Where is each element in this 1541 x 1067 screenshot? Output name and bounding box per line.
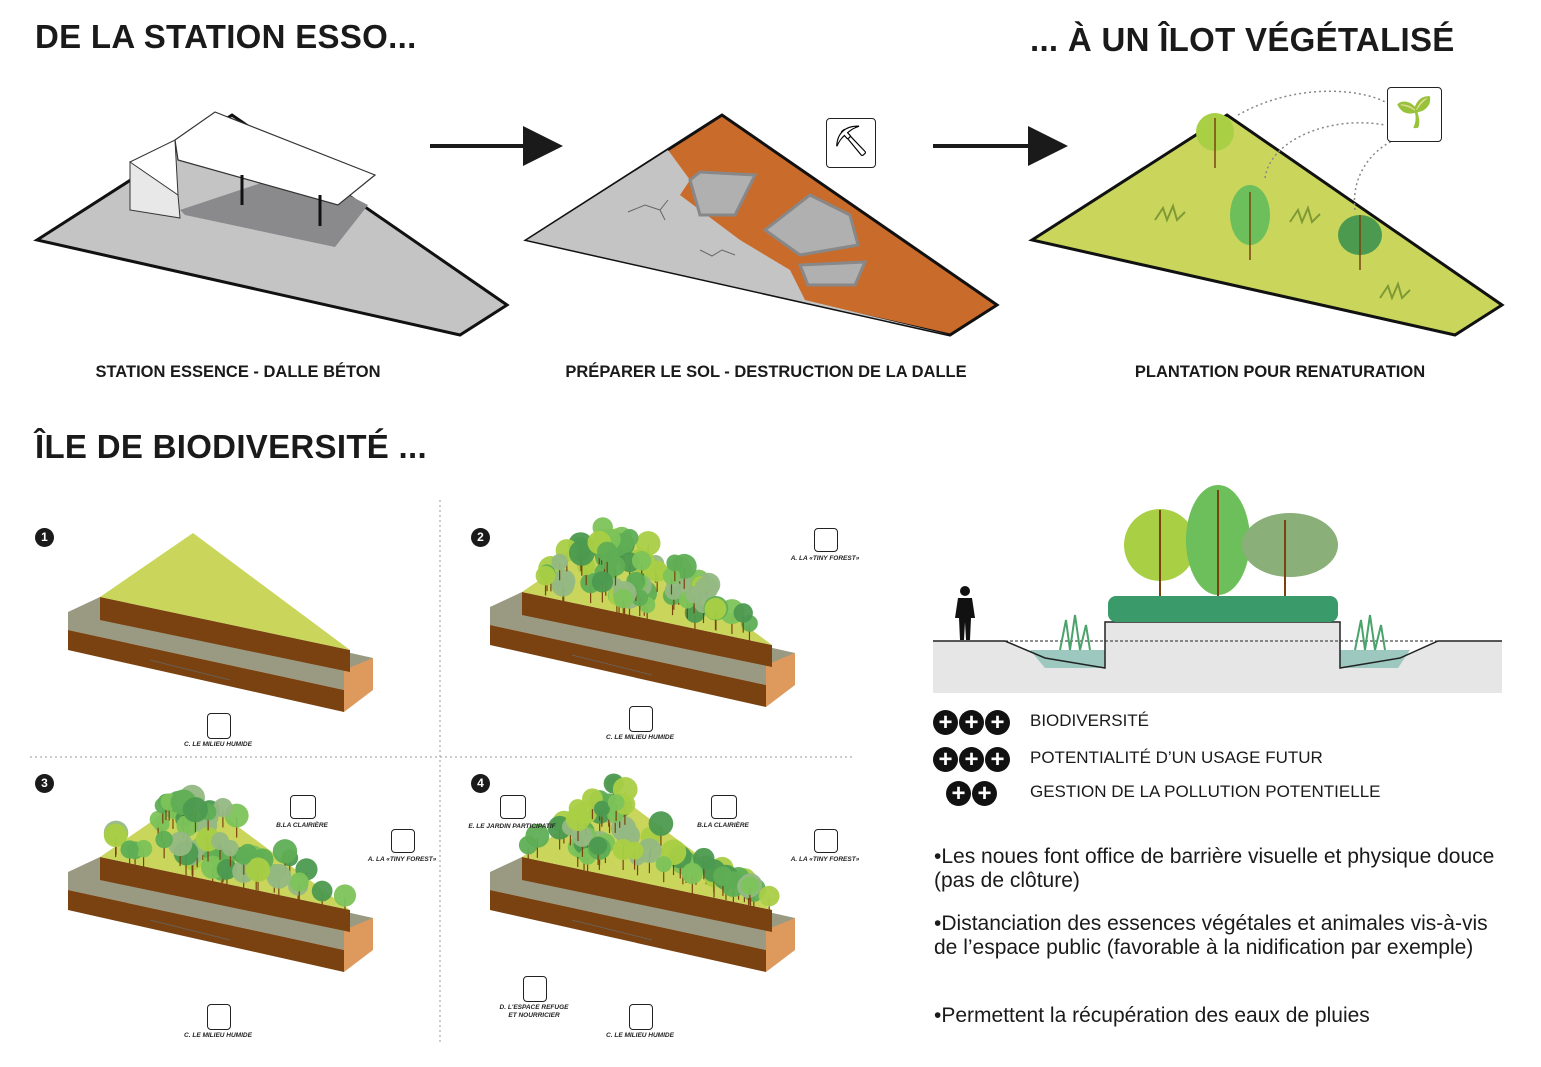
panel1-label-wetland: C. LE MILIEU HUMIDE	[184, 741, 252, 748]
vegetated-plot	[1028, 90, 1505, 337]
wetland-icon	[207, 1004, 231, 1030]
excavator-icon: ⛏	[826, 118, 876, 168]
person-silhouette-icon	[955, 586, 975, 640]
panel3-label-tiny-forest: A. LA «TINY FOREST»	[367, 856, 437, 863]
legend-label: BIODIVERSITÉ	[1030, 711, 1150, 730]
legend-label: GESTION DE LA POLLUTION POTENTIELLE	[1030, 782, 1381, 801]
bullet-text: Distanciation des essences végétales et …	[934, 912, 1488, 959]
hand-plant-icon: 🌱	[1387, 87, 1442, 142]
bullet-3: •Permettent la récupération des eaux de …	[934, 1004, 1370, 1027]
bullet-text: Les noues font office de barrière visuel…	[934, 845, 1495, 892]
section-title: ÎLE DE BIODIVERSITÉ ...	[35, 428, 427, 465]
panel3-label-wetland: C. LE MILIEU HUMIDE	[184, 1032, 252, 1039]
tiny-forest-icon	[391, 829, 415, 853]
score-plus-icons: +++	[933, 747, 1011, 772]
tiny-forest-icon	[814, 528, 838, 552]
gardener-icon	[500, 795, 526, 819]
bullet-2: •Distanciation des essences végétales et…	[934, 912, 1488, 959]
noue-cross-section	[933, 485, 1502, 693]
plus-circle-icon: +	[985, 710, 1010, 735]
score-plus-icons: +++	[933, 710, 1011, 735]
plus-circle-icon: +	[959, 710, 984, 735]
island-block-4	[490, 773, 795, 972]
step-caption-1: STATION ESSENCE - DALLE BÉTON	[95, 363, 381, 381]
panel-number-1: 1	[35, 528, 54, 547]
island-block-1	[68, 533, 373, 712]
island-block-2	[490, 517, 795, 707]
wetland-icon	[629, 706, 653, 732]
legend-label: POTENTIALITÉ D’UN USAGE FUTUR	[1030, 748, 1323, 767]
panel4-label-garden: E. LE JARDIN PARTICIPATIF	[468, 823, 556, 830]
wetland-icon	[207, 713, 231, 739]
step-caption-3: PLANTATION POUR RENATURATION	[1134, 363, 1426, 381]
panel3-label-clearing: B.LA CLAIRIÈRE	[276, 822, 328, 829]
bullet-1: •Les noues font office de barrière visue…	[934, 845, 1495, 892]
refuge-tree-icon	[523, 976, 547, 1002]
panel2-label-tiny-forest: A. LA «TINY FOREST»	[790, 555, 860, 562]
clearing-icon	[290, 795, 316, 819]
panel4-label-refuge-2: ET NOURRICIER	[508, 1012, 560, 1019]
plus-circle-icon: +	[959, 747, 984, 772]
panel-number-2: 2	[471, 528, 490, 547]
title-left: DE LA STATION ESSO...	[35, 18, 417, 55]
gas-station-slab	[33, 111, 510, 337]
clearing-icon	[711, 795, 737, 819]
plus-circle-icon: +	[972, 781, 997, 806]
bullet-text: Permettent la récupération des eaux de p…	[941, 1004, 1370, 1027]
plus-circle-icon: +	[933, 710, 958, 735]
plus-circle-icon: +	[946, 781, 971, 806]
panel4-label-clearing: B.LA CLAIRIÈRE	[697, 822, 749, 829]
island-block-3	[68, 784, 373, 972]
panel-number-4: 4	[471, 774, 490, 793]
wetland-icon	[629, 1004, 653, 1030]
step-caption-2: PRÉPARER LE SOL - DESTRUCTION DE LA DALL…	[565, 363, 967, 381]
score-plus-icons: ++	[946, 781, 998, 806]
title-right: ... À UN ÎLOT VÉGÉTALISÉ	[1030, 21, 1455, 58]
tiny-forest-icon	[814, 829, 838, 853]
panel4-label-wetland: C. LE MILIEU HUMIDE	[606, 1032, 674, 1039]
plus-circle-icon: +	[985, 747, 1010, 772]
panel4-label-refuge: D. L'ESPACE REFUGE	[499, 1004, 569, 1011]
panel-number-3: 3	[35, 774, 54, 793]
plus-circle-icon: +	[933, 747, 958, 772]
panel2-label-wetland: C. LE MILIEU HUMIDE	[606, 734, 674, 741]
broken-slab	[523, 113, 1000, 337]
panel4-label-tiny-forest: A. LA «TINY FOREST»	[790, 856, 860, 863]
